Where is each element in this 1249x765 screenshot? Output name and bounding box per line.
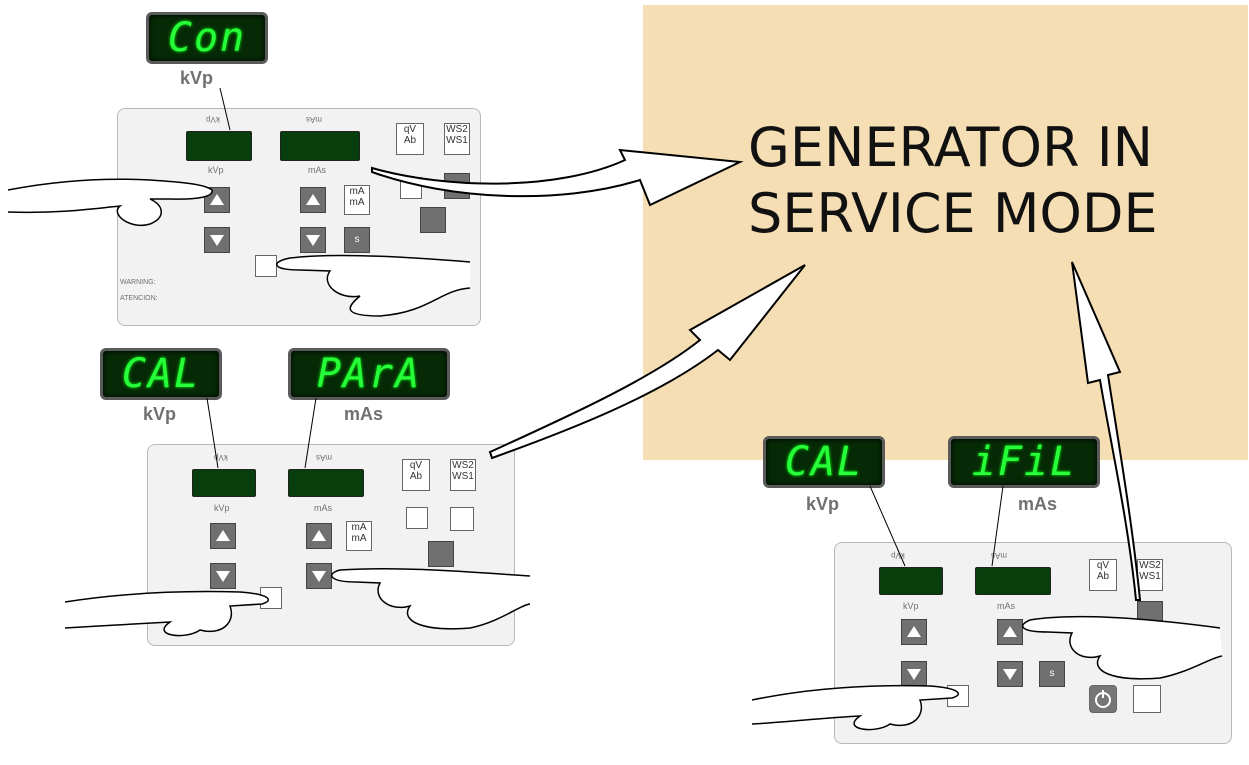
large-focus-button-2[interactable] [450, 507, 474, 531]
mas-down-button-3[interactable] [997, 661, 1023, 687]
label-mid-mas: mAs [344, 404, 384, 424]
led-display-right-kvp: CAL [763, 436, 885, 488]
kvp-up-button-2[interactable] [210, 523, 236, 549]
ws-button-2[interactable]: WS2 WS1 [450, 459, 476, 491]
ab-bottom-label-3: Ab [1096, 571, 1110, 582]
hand-pointer-5 [1021, 615, 1223, 680]
callout-line-right-mas [991, 485, 1004, 567]
ab-top-label-3: qV [1096, 560, 1110, 571]
led-display-right-mas: iFiL [948, 436, 1100, 488]
service-line-1: GENERATOR IN [748, 116, 1154, 179]
focus-button-2[interactable] [406, 507, 428, 529]
mas-label-2: mAs [314, 503, 332, 513]
hand-pointer-1 [7, 178, 213, 227]
ab-bottom-label: Ab [403, 135, 417, 146]
mas-label-3: mAs [997, 601, 1015, 611]
arrow-mid-to-service [488, 264, 806, 460]
power-button[interactable] [1089, 685, 1117, 713]
warning-label: WARNING: [120, 279, 156, 286]
hand-pointer-6 [751, 684, 959, 731]
ma-button-2[interactable]: mA mA [346, 521, 372, 551]
kvp-down-button-3[interactable] [901, 661, 927, 687]
s-button-3[interactable]: s [1039, 661, 1065, 687]
led-display-mid-mas: PArA [288, 348, 450, 400]
callout-line-mid-mas [304, 397, 317, 469]
mas-window-2 [288, 469, 364, 497]
ab-button-3[interactable]: qV Ab [1089, 559, 1117, 591]
kvp-label-3: kVp [903, 601, 919, 611]
led-display-top-kvp: Con [146, 12, 268, 64]
kvp-down-button-2[interactable] [210, 563, 236, 589]
bucky-button[interactable] [420, 207, 446, 233]
ws-button-3[interactable]: WS2 WS1 [1137, 559, 1163, 591]
ws-button[interactable]: WS2 WS1 [444, 123, 470, 155]
label-right-mas: mAs [1018, 494, 1058, 514]
kvp-label-2: kVp [214, 503, 230, 513]
ab-top-label-2: qV [409, 460, 423, 471]
callout-line-right-kvp [869, 485, 906, 567]
ws-bottom-label-2: WS1 [452, 471, 474, 482]
service-line-2: SERVICE MODE [748, 182, 1158, 245]
ab-button-2[interactable]: qV Ab [402, 459, 430, 491]
ws-bottom-label-3: WS1 [1139, 571, 1161, 582]
hand-pointer-2 [276, 254, 471, 317]
hand-pointer-3 [64, 590, 269, 637]
mas-down-button[interactable] [300, 227, 326, 253]
led-display-mid-kvp: CAL [100, 348, 222, 400]
kvp-window-2 [192, 469, 256, 497]
mas-up-button-3[interactable] [997, 619, 1023, 645]
label-right-kvp: kVp [806, 494, 840, 514]
radiation-button[interactable] [1133, 685, 1161, 713]
hand-pointer-4 [330, 567, 531, 630]
ab-bottom-label-2: Ab [409, 471, 423, 482]
mas-up-button[interactable] [300, 187, 326, 213]
arrow-right-to-service [1071, 261, 1142, 601]
kvp-window [186, 131, 252, 161]
ws-top-label-2: WS2 [452, 460, 474, 471]
ws-top-label-3: WS2 [1139, 560, 1161, 571]
mas-label: mAs [308, 165, 326, 175]
ab-top-label: qV [403, 124, 417, 135]
ma-top-label-2: mA [351, 522, 367, 533]
mas-window [280, 131, 360, 161]
callout-line-top-kvp [219, 87, 231, 131]
service-mode-box: GENERATOR IN SERVICE MODE [643, 5, 1248, 460]
ma-bottom-label-2: mA [351, 533, 367, 544]
bucky-button-2[interactable] [428, 541, 454, 567]
ma-bottom-label: mA [349, 197, 365, 208]
callout-line-mid-kvp [206, 397, 219, 469]
kvp-window-3 [879, 567, 943, 595]
kvp-up-button-3[interactable] [901, 619, 927, 645]
label-mid-kvp: kVp [143, 404, 177, 424]
mas-up-button-2[interactable] [306, 523, 332, 549]
arrow-top-to-service [371, 148, 744, 207]
atencion-label: ATENCION: [120, 295, 158, 302]
ma-top-label: mA [349, 186, 365, 197]
s-button[interactable]: s [344, 227, 370, 253]
ab-button[interactable]: qV Ab [396, 123, 424, 155]
mas-window-3 [975, 567, 1051, 595]
ma-button[interactable]: mA mA [344, 185, 370, 215]
label-top-kvp: kVp [180, 68, 214, 88]
kvp-down-button[interactable] [204, 227, 230, 253]
ws-bottom-label: WS1 [446, 135, 468, 146]
service-mode-text: GENERATOR IN SERVICE MODE [748, 115, 1158, 247]
mas-down-button-2[interactable] [306, 563, 332, 589]
kvp-label: kVp [208, 165, 224, 175]
ws-top-label: WS2 [446, 124, 468, 135]
